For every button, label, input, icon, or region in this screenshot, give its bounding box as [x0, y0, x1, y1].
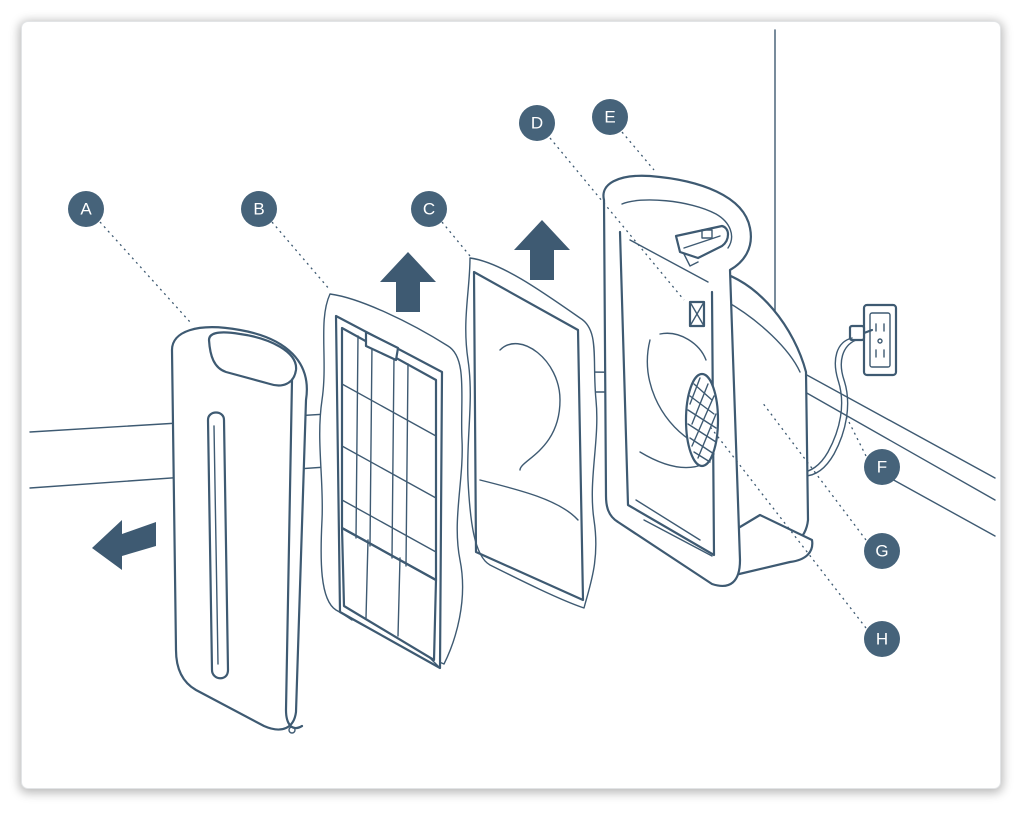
leader-lines: [99, 131, 867, 629]
callout-label: D: [531, 114, 543, 133]
callout-G: G: [864, 533, 900, 569]
callout-label: E: [604, 108, 615, 127]
front-cover: [170, 326, 308, 734]
power-cord: [801, 324, 874, 477]
callout-F: F: [864, 449, 900, 485]
wall-outlet: [862, 303, 898, 377]
arrow-up-prefilter-icon: [514, 220, 570, 280]
callout-label: F: [877, 458, 887, 477]
direction-arrows: [92, 220, 570, 570]
filter-indicator: [688, 300, 706, 328]
callout-E: E: [592, 99, 628, 135]
main-unit: [602, 174, 814, 587]
callout-C: C: [411, 191, 447, 227]
callout-label: G: [875, 542, 888, 561]
arrow-up-hepa-icon: [380, 252, 436, 312]
callout-H: H: [864, 621, 900, 657]
hepa-filter: [319, 293, 464, 670]
callout-label: B: [253, 200, 264, 219]
callout-label: C: [423, 200, 435, 219]
fan: [684, 372, 720, 468]
control-panel: [674, 224, 730, 267]
callout-B: B: [241, 191, 277, 227]
callout-label: H: [876, 630, 888, 649]
pre-filter: [465, 257, 598, 609]
arrow-left-cover-icon: [92, 520, 156, 570]
callout-D: D: [519, 105, 555, 141]
callout-label: A: [80, 200, 92, 219]
callout-A: A: [68, 191, 104, 227]
